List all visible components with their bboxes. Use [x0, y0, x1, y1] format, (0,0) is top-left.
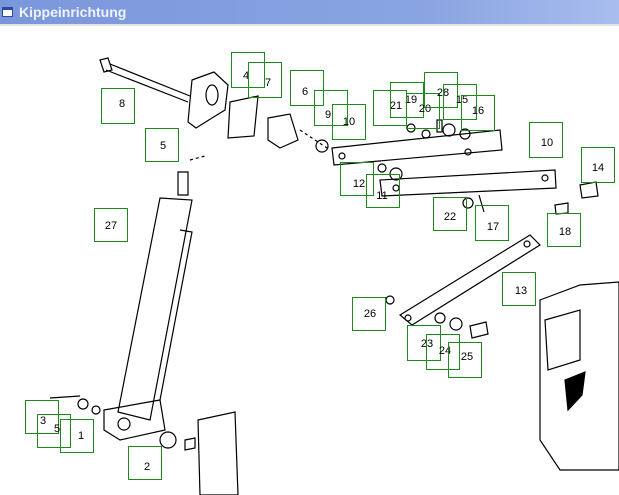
part-hotspot-27[interactable]: 27 — [94, 208, 128, 242]
part-hotspot-11[interactable]: 11 — [366, 174, 400, 208]
part-hotspot-7[interactable]: 7 — [248, 62, 282, 98]
part-hotspot-22[interactable]: 22 — [433, 197, 467, 231]
part-label: 5 — [159, 140, 167, 152]
part-hotspot-8[interactable]: 8 — [101, 88, 135, 124]
part-label: 12 — [352, 178, 366, 190]
part-label: 23 — [420, 338, 434, 350]
part-label: 2 — [143, 461, 151, 473]
part-label: 10 — [342, 116, 356, 128]
part-label: 26 — [363, 308, 377, 320]
part-hotspot-19[interactable]: 19 — [390, 82, 424, 118]
part-label: 14 — [591, 162, 605, 174]
part-label: 9 — [324, 109, 332, 121]
exploded-parts-drawing — [49, 57, 619, 495]
part-label: 21 — [389, 100, 403, 112]
part-label: 10 — [540, 137, 554, 149]
part-label: 17 — [486, 221, 500, 233]
part-label: 13 — [514, 285, 528, 297]
part-hotspot-23[interactable]: 23 — [407, 325, 441, 361]
part-label: 5 — [53, 423, 61, 435]
part-label: 19 — [404, 94, 418, 106]
part-label: 1 — [77, 430, 85, 442]
title-bar: Kippeinrichtung — [0, 0, 619, 24]
window-title: Kippeinrichtung — [19, 4, 127, 20]
part-hotspot-6[interactable]: 6 — [290, 70, 324, 106]
part-hotspot-16[interactable]: 16 — [461, 95, 495, 131]
part-hotspot-20[interactable]: 20 — [406, 93, 440, 129]
part-hotspot-25[interactable]: 25 — [448, 342, 482, 378]
part-label: 22 — [443, 211, 457, 223]
part-hotspot-12[interactable]: 12 — [340, 162, 374, 196]
part-hotspot-5[interactable]: 5 — [145, 128, 179, 162]
part-hotspot-26[interactable]: 26 — [352, 297, 386, 331]
part-label: 27 — [104, 220, 118, 232]
part-hotspot-5b[interactable]: 5 — [37, 414, 71, 448]
part-hotspot-17[interactable]: 17 — [475, 205, 509, 241]
part-hotspot-3[interactable]: 3 — [25, 400, 59, 434]
part-hotspot-18[interactable]: 18 — [547, 213, 581, 247]
part-label: 15 — [455, 94, 469, 106]
part-hotspot-15[interactable]: 15 — [443, 84, 477, 120]
part-label: 11 — [376, 190, 388, 202]
part-label: 6 — [301, 86, 309, 98]
part-hotspot-2[interactable]: 2 — [128, 446, 162, 480]
part-label: 20 — [418, 103, 432, 115]
part-hotspot-10[interactable]: 10 — [332, 104, 366, 140]
part-hotspot-1[interactable]: 1 — [60, 419, 94, 453]
part-label: 18 — [558, 226, 572, 238]
part-label: 4 — [242, 70, 250, 82]
part-hotspot-10b[interactable]: 10 — [529, 122, 563, 158]
window-icon — [2, 7, 13, 17]
divider — [0, 24, 619, 26]
part-hotspot-13[interactable]: 13 — [502, 272, 536, 306]
part-label: 16 — [471, 105, 485, 117]
part-hotspot-9[interactable]: 9 — [314, 90, 348, 126]
part-label: 7 — [264, 77, 272, 89]
part-label: 8 — [118, 98, 126, 110]
part-label: 3 — [39, 415, 47, 427]
part-hotspot-14[interactable]: 14 — [581, 147, 615, 183]
part-label: 25 — [460, 351, 474, 363]
